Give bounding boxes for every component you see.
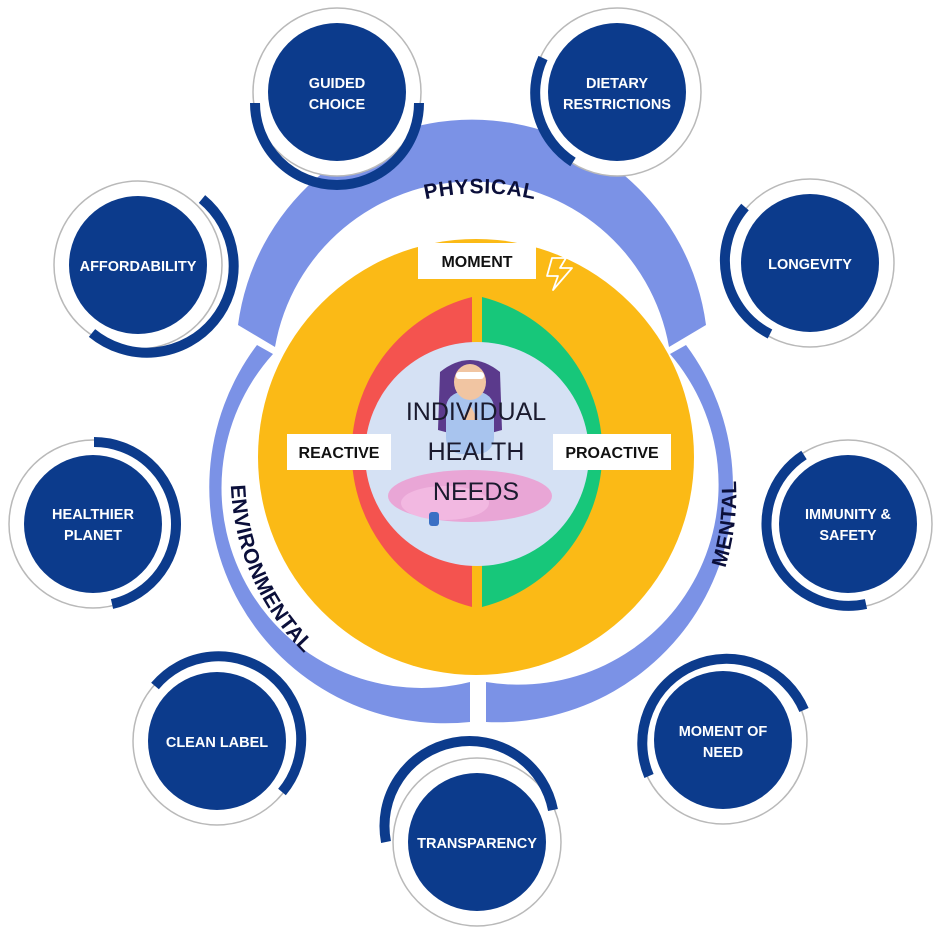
satellite-immunity-safety[interactable]: IMMUNITY & SAFETY: [761, 439, 933, 611]
satellite-moment-of-need-line-1: MOMENT OF: [679, 724, 768, 740]
satellite-guided-choice-line-1: GUIDED: [309, 76, 365, 92]
satellite-affordability[interactable]: AFFORDABILITY: [53, 180, 239, 358]
reactive-label-box: REACTIVE: [287, 434, 391, 470]
center-title-line-1: INDIVIDUAL: [406, 398, 546, 426]
satellite-dietary-restrictions-line-2: RESTRICTIONS: [563, 97, 671, 113]
satellite-affordability-line-1: AFFORDABILITY: [80, 259, 197, 275]
satellite-transparency[interactable]: TRANSPARENCY: [379, 736, 562, 927]
moment-label-box: MOMENT: [418, 243, 536, 279]
outer-ring-environmental-segment: [209, 345, 470, 724]
moment-label: MOMENT: [441, 254, 512, 271]
satellite-healthier-planet[interactable]: HEALTHIER PLANET: [8, 437, 181, 609]
satellite-clean-label-line-1: CLEAN LABEL: [166, 735, 268, 751]
satellite-healthier-planet-line-1: HEALTHIER: [52, 507, 134, 523]
satellite-guided-choice[interactable]: GUIDED CHOICE: [250, 7, 424, 190]
satellite-clean-label[interactable]: CLEAN LABEL: [132, 651, 307, 826]
satellite-immunity-safety-line-2: SAFETY: [819, 528, 877, 544]
satellite-moment-of-need[interactable]: MOMENT OF NEED: [637, 653, 809, 825]
satellite-circles: GUIDED CHOICE DIETARY RESTRICTIONS AFFOR…: [8, 7, 933, 927]
satellite-longevity-line-1: LONGEVITY: [768, 257, 852, 273]
physical-label: PHYSICAL: [422, 175, 538, 204]
proactive-label-box: PROACTIVE: [553, 434, 671, 470]
satellite-healthier-planet-line-2: PLANET: [64, 528, 122, 544]
outer-ring-mental-segment: [486, 345, 733, 723]
lightning-icon: [546, 257, 573, 291]
reactive-label: REACTIVE: [299, 445, 380, 462]
satellite-immunity-safety-line-1: IMMUNITY &: [805, 507, 891, 523]
satellite-moment-of-need-line-2: NEED: [703, 745, 743, 761]
satellite-dietary-restrictions-line-1: DIETARY: [586, 76, 648, 92]
center-title-line-2: HEALTH: [428, 438, 525, 466]
satellite-guided-choice-line-2: CHOICE: [309, 97, 366, 113]
mental-label: MENTAL: [708, 480, 742, 569]
meditating-figure-illustration: [388, 360, 552, 526]
satellite-dietary-restrictions[interactable]: DIETARY RESTRICTIONS: [530, 7, 702, 177]
outer-ring-physical-segment: [238, 119, 706, 347]
satellite-transparency-line-1: TRANSPARENCY: [417, 836, 537, 852]
outer-ring: [209, 119, 733, 724]
satellite-longevity[interactable]: LONGEVITY: [719, 178, 895, 348]
proactive-label: PROACTIVE: [565, 445, 659, 462]
center-title-line-3: NEEDS: [433, 478, 519, 506]
